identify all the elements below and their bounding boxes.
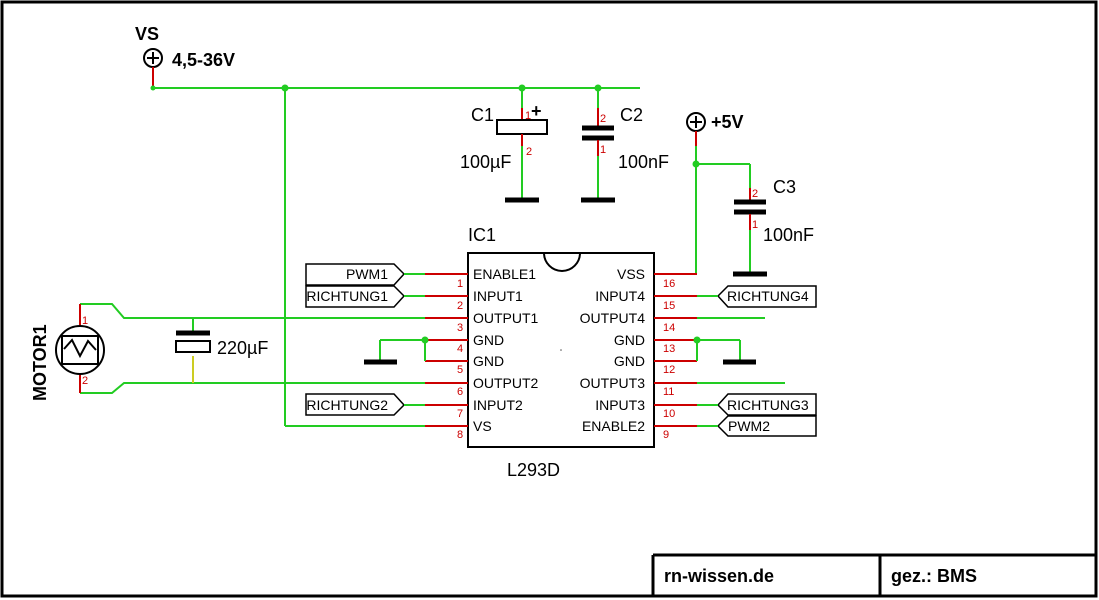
vs-voltage-label: 4,5-36V: [172, 50, 235, 70]
pin-name-input2: INPUT2: [473, 397, 523, 413]
capacitor-c1: 1 2 + C1 100µF: [460, 101, 548, 203]
output-stub-wires: [697, 317, 785, 384]
pin-name-enable1: ENABLE1: [473, 266, 536, 282]
port-richtung1: RICHTUNG1: [305, 285, 425, 308]
capacitor-c2: 2 1 C2 100nF: [581, 105, 669, 203]
title-drawn-by: gez.: BMS: [891, 566, 977, 586]
c3-name: C3: [773, 177, 796, 197]
pin-name-input3: INPUT3: [595, 397, 645, 413]
logic-voltage-label: +5V: [711, 112, 744, 132]
port-pwm2: PWM2: [697, 415, 817, 437]
ic-l293d: IC1 L293D: [467, 225, 655, 480]
c3-pin-2: 2: [752, 188, 758, 200]
motor1: 1 2 MOTOR1: [30, 304, 105, 401]
capacitor-c3: 2 1 C3 100nF: [733, 177, 814, 277]
pin-number-7: 7: [457, 408, 463, 420]
pin-name-gnd-13: GND: [614, 332, 645, 348]
c1-polarity-mark: +: [531, 101, 542, 121]
motor-pin-2: 2: [82, 375, 88, 387]
pin-name-gnd-12: GND: [614, 353, 645, 369]
c1-pin-1: 1: [525, 110, 531, 122]
pin-name-output2: OUTPUT2: [473, 375, 539, 391]
motor-pin-1: 1: [82, 315, 88, 327]
pin-number-9: 9: [663, 429, 669, 441]
pin-name-input4: INPUT4: [595, 288, 645, 304]
port-richtung4: RICHTUNG4: [697, 285, 817, 308]
motor-cap-value: 220µF: [217, 338, 268, 358]
pin-number-16: 16: [663, 278, 675, 290]
logic-supply-symbol: +5V: [686, 112, 744, 146]
c1-value: 100µF: [460, 152, 511, 172]
motor-output-wires: [80, 303, 425, 394]
port-richtung3: RICHTUNG3: [697, 393, 817, 416]
svg-text:RICHTUNG4: RICHTUNG4: [727, 288, 809, 304]
pin-number-5: 5: [457, 364, 463, 376]
c1-pin-2: 2: [526, 146, 532, 158]
c3-value: 100nF: [763, 225, 814, 245]
title-block: rn-wissen.de gez.: BMS: [651, 553, 1096, 596]
pin-number-12: 12: [663, 364, 675, 376]
c2-value: 100nF: [618, 152, 669, 172]
pin-number-13: 13: [663, 343, 675, 355]
ic-left-pins: 1 2 3 4 5 6 7 8 ENABLE1 INPUT1 OUTPUT1 G…: [425, 266, 539, 441]
pin-name-vss: VSS: [617, 266, 645, 282]
pin-name-input1: INPUT1: [473, 288, 523, 304]
pin-number-8: 8: [457, 429, 463, 441]
pin-name-output1: OUTPUT1: [473, 310, 539, 326]
vs-supply-symbol: VS 4,5-36V: [135, 24, 235, 87]
vs-rail-wire: [150, 84, 640, 427]
c3-pin-1: 1: [752, 219, 758, 231]
pin-name-gnd-5: GND: [473, 353, 504, 369]
c2-name: C2: [620, 105, 643, 125]
svg-text:PWM1: PWM1: [346, 266, 388, 282]
vs-net-name: VS: [135, 24, 159, 44]
port-pwm1: PWM1: [305, 263, 425, 286]
c2-pin-2: 2: [600, 113, 606, 125]
ic-reference: IC1: [468, 225, 496, 245]
pin-number-1: 1: [457, 278, 463, 290]
ic-right-pins: 16 15 14 13 12 11 10 9 VSS INPUT4 OUTPUT…: [580, 266, 697, 441]
c2-pin-1: 1: [600, 144, 606, 156]
pin-number-15: 15: [663, 300, 675, 312]
ground-right: [693, 336, 756, 365]
motor-name: MOTOR1: [30, 324, 50, 401]
pin-name-enable2: ENABLE2: [582, 418, 645, 434]
ic-center-dot: [560, 349, 562, 351]
pin-number-4: 4: [457, 343, 463, 355]
svg-text:RICHTUNG2: RICHTUNG2: [306, 397, 388, 413]
pin-number-10: 10: [663, 408, 675, 420]
ic-part-number: L293D: [507, 460, 560, 480]
pin-number-14: 14: [663, 322, 675, 334]
c1-name: C1: [471, 105, 494, 125]
pin-name-vs: VS: [473, 418, 492, 434]
pin-name-output4: OUTPUT4: [580, 310, 646, 326]
pin-name-output3: OUTPUT3: [580, 375, 646, 391]
capacitor-motor: 220µF: [175, 330, 268, 358]
ground-left: [364, 336, 429, 365]
pin-number-11: 11: [663, 386, 674, 398]
pin-number-6: 6: [457, 386, 463, 398]
title-site: rn-wissen.de: [664, 566, 774, 586]
svg-text:PWM2: PWM2: [728, 418, 770, 434]
pin-number-2: 2: [457, 300, 463, 312]
port-richtung2: RICHTUNG2: [305, 393, 425, 416]
pin-name-gnd-4: GND: [473, 332, 504, 348]
svg-text:RICHTUNG1: RICHTUNG1: [306, 288, 388, 304]
pin-number-3: 3: [457, 322, 463, 334]
svg-text:RICHTUNG3: RICHTUNG3: [727, 397, 809, 413]
